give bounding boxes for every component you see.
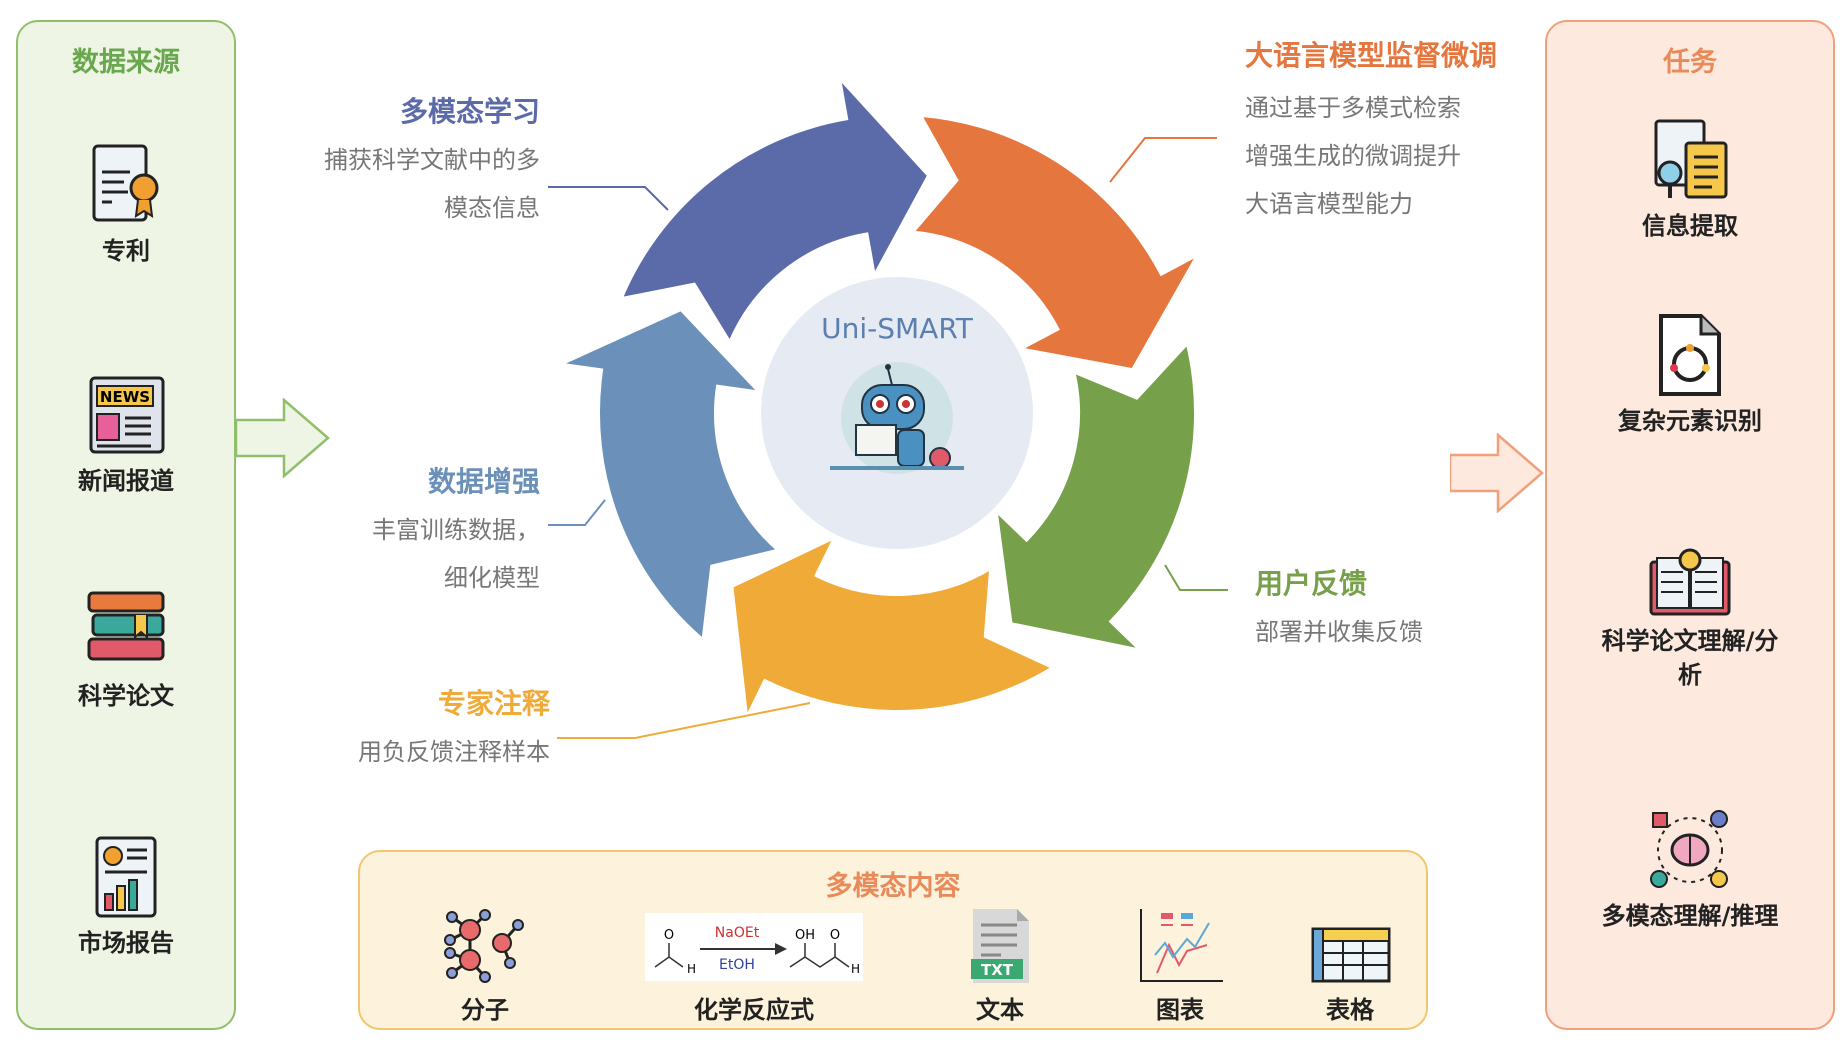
annotation-llm-finetune: 大语言模型监督微调 通过基于多模式检索 增强生成的微调提升 大语言模型能力 <box>1245 28 1505 228</box>
svg-text:O: O <box>830 928 840 943</box>
chart-icon <box>1140 909 1223 982</box>
source-report: 市场报告 <box>18 834 234 960</box>
center-title: Uni-SMART <box>821 312 973 345</box>
content-text: TXT 文本 <box>955 905 1045 1024</box>
annotation-title: 多模态学习 <box>399 95 540 128</box>
panel-title: 数据来源 <box>72 47 180 78</box>
task-label: 科学论文理解/分析 <box>1601 627 1779 689</box>
arrow-llm-finetune <box>903 110 1210 375</box>
molecule-icon <box>444 909 524 983</box>
table-icon <box>1311 927 1391 983</box>
patent-icon <box>92 144 159 222</box>
annotation-text: 捕获科学文献中的多 <box>324 146 540 174</box>
annotation-title: 用户反馈 <box>1255 567 1368 600</box>
content-label: 化学反应式 <box>694 996 814 1024</box>
panel-title: 多模态内容 <box>825 871 961 902</box>
leader-line <box>1164 564 1228 591</box>
source-label: 专利 <box>102 237 150 265</box>
newspaper-icon: NEWS <box>89 376 165 454</box>
arrow-data-augmentation <box>544 304 788 649</box>
txt-badge: TXT <box>981 961 1014 979</box>
arrow-multimodal-learning <box>613 63 935 353</box>
annotation-multimodal-learning: 多模态学习 捕获科学文献中的多 模态信息 <box>250 88 540 232</box>
annotation-text: 细化模型 <box>444 564 540 592</box>
annotation-text: 增强生成的微调提升 <box>1245 142 1461 170</box>
content-chart: 图表 <box>1135 905 1225 1024</box>
annotation-title: 数据增强 <box>427 465 540 498</box>
annotation-data-augmentation: 数据增强 丰富训练数据， 细化模型 <box>250 458 540 602</box>
content-molecule: 分子 <box>440 905 530 1024</box>
svg-text:O: O <box>664 928 674 943</box>
document-search-icon <box>1654 119 1728 199</box>
source-label: 科学论文 <box>78 682 174 710</box>
content-table: 表格 <box>1305 905 1395 1024</box>
leader-line <box>1109 137 1217 183</box>
book-lightbulb-icon <box>1649 548 1731 616</box>
brain-icon <box>1650 810 1728 888</box>
tasks-panel: 任务 信息提取 复杂元素识别 科学论文理解/分析 多模态理解/推理 <box>1545 20 1835 1030</box>
text-file-icon: TXT <box>971 909 1029 983</box>
source-patent: 专利 <box>18 142 234 268</box>
leader-line <box>557 702 811 739</box>
content-label: 图表 <box>1156 996 1204 1024</box>
annotation-title: 专家注释 <box>437 687 550 720</box>
svg-text:NEWS: NEWS <box>100 388 150 406</box>
leader-line <box>548 186 669 211</box>
annotation-text: 用负反馈注释样本 <box>358 738 550 766</box>
multimodal-content-panel: 多模态内容 <box>358 850 1428 1030</box>
annotation-text: 模态信息 <box>444 194 540 222</box>
annotation-text: 丰富训练数据， <box>372 516 540 544</box>
task-label: 复杂元素识别 <box>1618 407 1762 435</box>
content-label: 表格 <box>1326 996 1374 1024</box>
reagent-bottom: EtOH <box>719 957 755 973</box>
content-label: 分子 <box>461 996 509 1024</box>
task-multimodal-reasoning: 多模态理解/推理 <box>1547 807 1833 933</box>
task-info-extraction: 信息提取 <box>1547 117 1833 243</box>
source-label: 市场报告 <box>78 929 174 957</box>
source-label: 新闻报道 <box>78 467 174 495</box>
arrow-user-feedback <box>990 334 1200 658</box>
arrow-expert-annotation <box>727 527 1063 734</box>
source-papers: 科学论文 <box>18 587 234 713</box>
report-icon <box>95 836 157 918</box>
annotation-user-feedback: 用户反馈 部署并收集反馈 <box>1255 560 1515 656</box>
annotation-text: 部署并收集反馈 <box>1255 618 1423 646</box>
annotation-title: 大语言模型监督微调 <box>1245 39 1498 72</box>
task-label: 信息提取 <box>1642 212 1738 240</box>
leader-line <box>548 499 606 526</box>
robot-mascot-icon <box>830 362 964 474</box>
annotation-text: 大语言模型能力 <box>1245 190 1413 218</box>
data-sources-panel: 数据来源 专利 NEWS 新闻报道 科学论文 市场报告 <box>16 20 236 1030</box>
panel-title: 任务 <box>1663 47 1717 78</box>
reagent-top: NaOEt <box>715 925 760 941</box>
svg-text:H: H <box>851 962 860 976</box>
content-label: 文本 <box>976 996 1024 1024</box>
annotation-expert: 专家注释 用负反馈注释样本 <box>250 680 550 776</box>
svg-text:OH: OH <box>795 928 815 943</box>
input-arrow-icon <box>236 398 330 478</box>
diagram-file-icon <box>1659 314 1721 396</box>
task-paper-understanding: 科学论文理解/分析 <box>1547 542 1833 692</box>
source-news: NEWS 新闻报道 <box>18 372 234 498</box>
task-label: 多模态理解/推理 <box>1601 902 1779 930</box>
task-complex-element: 复杂元素识别 <box>1547 312 1833 438</box>
output-arrow-icon <box>1450 433 1544 513</box>
annotation-text: 通过基于多模式检索 <box>1245 94 1461 122</box>
books-icon <box>87 591 165 661</box>
svg-text:H: H <box>687 962 696 976</box>
